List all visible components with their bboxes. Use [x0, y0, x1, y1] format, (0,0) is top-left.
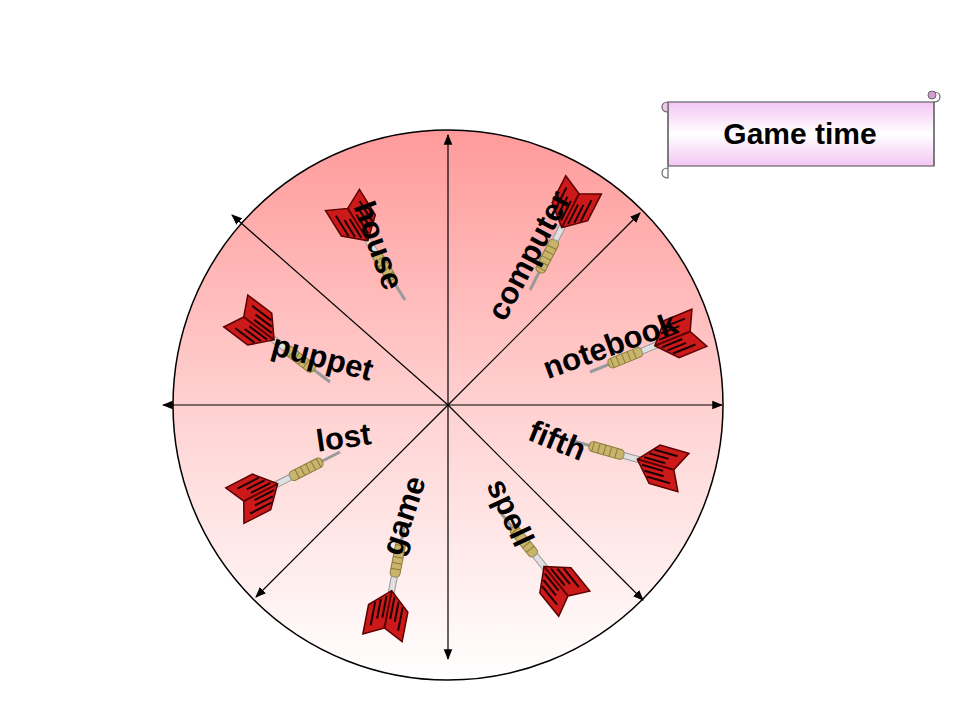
sector-lines	[163, 135, 722, 659]
sector-word: lost	[314, 418, 373, 456]
slide-title: Game time	[672, 108, 928, 160]
dart	[564, 421, 688, 492]
dart	[326, 189, 422, 310]
banner-scroll	[662, 91, 940, 178]
